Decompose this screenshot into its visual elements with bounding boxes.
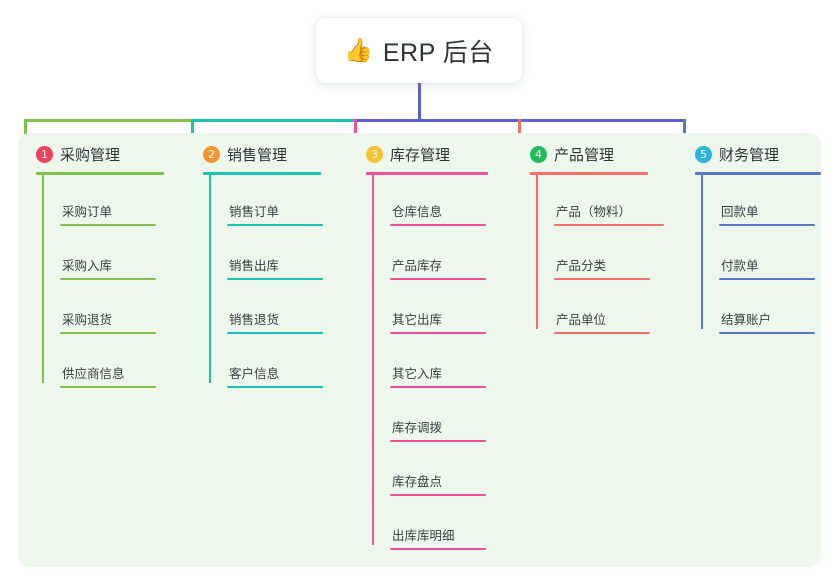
leaf-item-label: 客户信息: [229, 367, 280, 381]
leaf-item[interactable]: 出库库明细: [388, 525, 486, 550]
leaf-item-label: 其它出库: [392, 313, 443, 327]
leaf-item-label: 采购入库: [62, 259, 113, 273]
leaf-item[interactable]: 仓库信息: [388, 201, 486, 226]
branch-badge-4: 4: [530, 146, 547, 163]
leaf-item-underline: [227, 332, 323, 334]
leaf-item[interactable]: 产品单位: [552, 309, 650, 334]
leaf-item-underline: [719, 278, 815, 280]
leaf-item-label: 出库库明细: [392, 529, 455, 543]
leaf-item-label: 供应商信息: [62, 367, 125, 381]
branch-badge-3: 3: [366, 146, 383, 163]
leaf-item[interactable]: 销售退货: [225, 309, 323, 334]
leaf-item-label: 产品（物料）: [556, 205, 632, 219]
leaf-item-label: 仓库信息: [392, 205, 443, 219]
leaf-item-label: 采购订单: [62, 205, 113, 219]
leaf-item-underline: [390, 332, 486, 334]
branch-header-3[interactable]: 3 库存管理: [366, 144, 450, 165]
branch-badge-2: 2: [203, 146, 220, 163]
leaf-item-underline: [554, 224, 664, 226]
branch-header-5[interactable]: 5 财务管理: [695, 144, 779, 165]
leaf-item-underline: [390, 440, 486, 442]
leaf-item[interactable]: 客户信息: [225, 363, 323, 388]
leaf-item-label: 销售退货: [229, 313, 280, 327]
leaf-item-underline: [390, 224, 486, 226]
leaf-item[interactable]: 采购退货: [58, 309, 156, 334]
leaf-item[interactable]: 供应商信息: [58, 363, 156, 388]
leaf-item-underline: [60, 278, 156, 280]
leaf-item[interactable]: 回款单: [717, 201, 815, 226]
root-node-title: ERP 后台: [382, 38, 494, 67]
branch-underline-5: [695, 172, 821, 175]
leaf-item-underline: [60, 332, 156, 334]
leaf-item-underline: [60, 386, 156, 388]
leaf-item[interactable]: 产品分类: [552, 255, 650, 280]
leaf-item[interactable]: 库存盘点: [388, 471, 486, 496]
leaf-item-underline: [554, 278, 650, 280]
branch-header-2[interactable]: 2 销售管理: [203, 144, 287, 165]
branch-badge-5: 5: [695, 146, 712, 163]
branch-badge-1: 1: [36, 146, 53, 163]
leaf-item-underline: [390, 386, 486, 388]
branch-header-1[interactable]: 1 采购管理: [36, 144, 120, 165]
branch-spine-5: [701, 172, 703, 329]
branch-underline-2: [203, 172, 321, 175]
leaf-item[interactable]: 其它入库: [388, 363, 486, 388]
leaf-item-underline: [719, 332, 815, 334]
leaf-item[interactable]: 付款单: [717, 255, 815, 280]
leaf-item[interactable]: 库存调拨: [388, 417, 486, 442]
leaf-item-label: 其它入库: [392, 367, 443, 381]
leaf-item-label: 回款单: [721, 205, 759, 219]
branch-underline-3: [366, 172, 488, 175]
leaf-item-underline: [227, 224, 323, 226]
leaf-item-label: 产品库存: [392, 259, 443, 273]
leaf-item-label: 付款单: [721, 259, 759, 273]
leaf-item[interactable]: 采购订单: [58, 201, 156, 226]
leaf-item-label: 结算账户: [721, 313, 772, 327]
leaf-item[interactable]: 销售出库: [225, 255, 323, 280]
leaf-item-label: 销售订单: [229, 205, 280, 219]
leaf-item-underline: [227, 386, 323, 388]
thumbs-up-icon: 👍: [344, 37, 373, 63]
bus-segment-2: [191, 119, 356, 122]
leaf-item-underline: [227, 278, 323, 280]
leaf-item[interactable]: 产品库存: [388, 255, 486, 280]
branch-spine-4: [536, 172, 538, 329]
branch-title-5: 财务管理: [719, 147, 780, 164]
branch-title-2: 销售管理: [227, 147, 288, 164]
branch-panel: 1 采购管理采购订单采购入库采购退货供应商信息 2 销售管理销售订单销售出库销售退货客…: [18, 133, 821, 567]
leaf-item-underline: [390, 548, 486, 550]
leaf-item-underline: [554, 332, 650, 334]
leaf-item-label: 销售出库: [229, 259, 280, 273]
leaf-item[interactable]: 销售订单: [225, 201, 323, 226]
branch-title-3: 库存管理: [390, 147, 451, 164]
branch-spine-3: [372, 172, 374, 545]
leaf-item[interactable]: 采购入库: [58, 255, 156, 280]
root-stem: [418, 83, 421, 122]
leaf-item-label: 产品分类: [556, 259, 607, 273]
leaf-item-underline: [60, 224, 156, 226]
leaf-item-label: 库存盘点: [392, 475, 443, 489]
root-node-erp-backend[interactable]: 👍 ERP 后台: [316, 18, 522, 83]
leaf-item-label: 库存调拨: [392, 421, 443, 435]
leaf-item-label: 产品单位: [556, 313, 607, 327]
leaf-item[interactable]: 其它出库: [388, 309, 486, 334]
leaf-item[interactable]: 结算账户: [717, 309, 815, 334]
branch-title-1: 采购管理: [60, 147, 121, 164]
leaf-item-underline: [390, 494, 486, 496]
leaf-item-underline: [390, 278, 486, 280]
leaf-item[interactable]: 产品（物料）: [552, 201, 664, 226]
branch-underline-1: [36, 172, 164, 175]
branch-title-4: 产品管理: [554, 147, 615, 164]
branch-underline-4: [530, 172, 648, 175]
leaf-item-label: 采购退货: [62, 313, 113, 327]
branch-header-4[interactable]: 4 产品管理: [530, 144, 614, 165]
branch-spine-1: [42, 172, 44, 383]
bus-segment-1: [24, 119, 193, 122]
leaf-item-underline: [719, 224, 815, 226]
branch-spine-2: [209, 172, 211, 383]
